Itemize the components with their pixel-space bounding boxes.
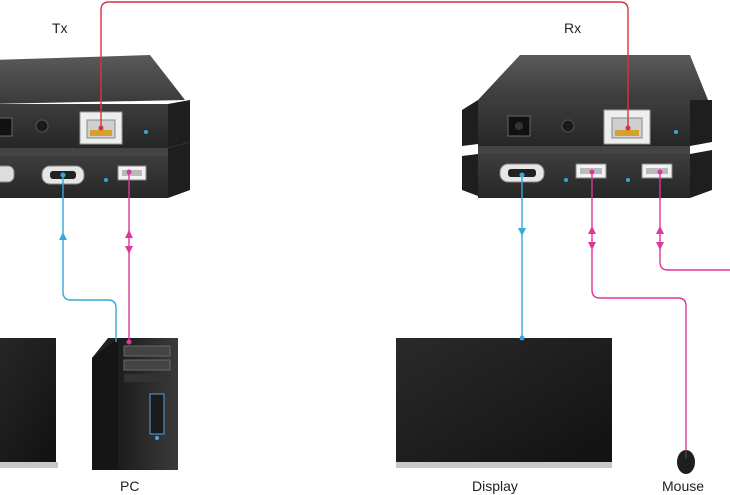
- power-jack-icon: [507, 115, 531, 137]
- display-label: Display: [472, 478, 518, 494]
- tx-label: Tx: [52, 20, 68, 36]
- mouse-device: [677, 450, 695, 474]
- mouse-label: Mouse: [662, 478, 705, 494]
- pc-tower: [92, 338, 178, 470]
- rx-label: Rx: [564, 20, 582, 36]
- rx-usb-keyboard-cable-line: [659, 172, 730, 271]
- rx-usb-mouse-cable-line: [591, 172, 687, 450]
- display-monitor: [396, 338, 612, 468]
- ethernet-port-icon: [79, 111, 123, 145]
- network-cable-line: [100, 1, 629, 128]
- tx-local-monitor: [0, 338, 58, 468]
- rx-extender-unit: [462, 55, 712, 198]
- pc-label: PC: [120, 478, 140, 494]
- tx-extender-unit: [0, 55, 190, 198]
- tx-video-cable-line: [62, 175, 117, 342]
- usb-port-icon: [641, 163, 673, 179]
- usb-port-icon: [117, 165, 147, 181]
